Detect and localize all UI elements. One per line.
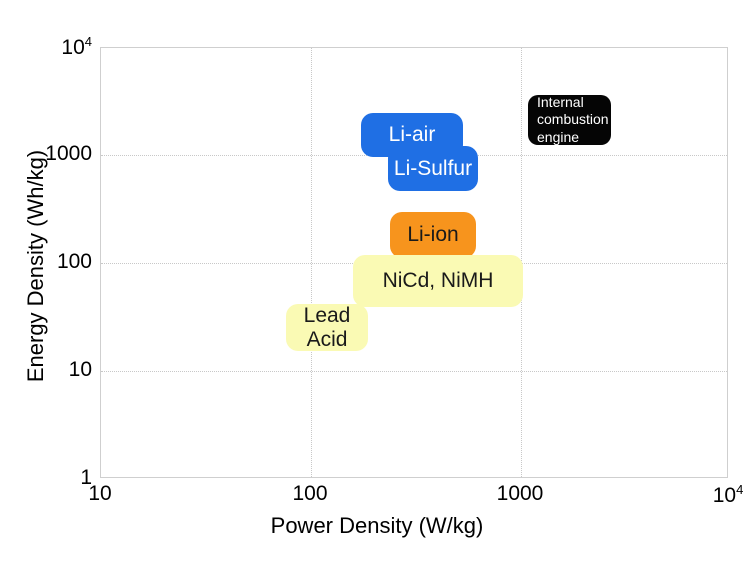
x-tick-10000-exponent: 4 bbox=[736, 482, 744, 497]
y-tick-100: 100 bbox=[56, 250, 92, 273]
gridline-y-10 bbox=[101, 371, 727, 372]
x-tick-10000-mantissa: 10 bbox=[712, 484, 737, 507]
y-tick-10: 10 bbox=[68, 358, 92, 381]
y-tick-10000-mantissa: 10 bbox=[61, 36, 85, 59]
plot-area: Li-air Li-Sulfur Li-ion NiCd, NiMH Lead … bbox=[100, 47, 728, 478]
x-tick-10: 10 bbox=[88, 482, 112, 505]
region-li-air-label: Li-air bbox=[388, 123, 436, 147]
y-axis-title: Energy Density (Wh/kg) bbox=[23, 149, 48, 383]
region-li-ion[interactable]: Li-ion bbox=[390, 212, 476, 258]
region-li-sulfur-label: Li-Sulfur bbox=[393, 156, 473, 180]
region-ice-label: Internal combustion engine bbox=[537, 93, 609, 145]
y-tick-1: 1 bbox=[80, 466, 92, 489]
gridline-x-100 bbox=[311, 48, 312, 477]
region-li-sulfur[interactable]: Li-Sulfur bbox=[388, 146, 478, 191]
x-tick-1000: 1000 bbox=[496, 482, 544, 505]
region-internal-combustion-engine[interactable]: Internal combustion engine bbox=[528, 93, 611, 145]
region-nicd-nimh[interactable]: NiCd, NiMH bbox=[353, 255, 523, 307]
region-li-ion-label: Li-ion bbox=[407, 223, 459, 247]
y-axis-ticks: 104 1000 100 10 1 bbox=[0, 0, 92, 566]
y-tick-10000: 104 bbox=[61, 34, 92, 60]
region-nicd-nimh-label: NiCd, NiMH bbox=[382, 269, 494, 293]
region-lead-acid-label: Lead Acid bbox=[303, 303, 351, 351]
region-lead-acid[interactable]: Lead Acid bbox=[286, 304, 368, 351]
y-tick-10000-exponent: 4 bbox=[84, 34, 92, 49]
y-tick-1000: 1000 bbox=[45, 142, 92, 165]
x-tick-100: 100 bbox=[292, 482, 328, 505]
x-axis-title: Power Density (W/kg) bbox=[270, 513, 484, 538]
x-tick-10000: 104 bbox=[713, 482, 744, 508]
